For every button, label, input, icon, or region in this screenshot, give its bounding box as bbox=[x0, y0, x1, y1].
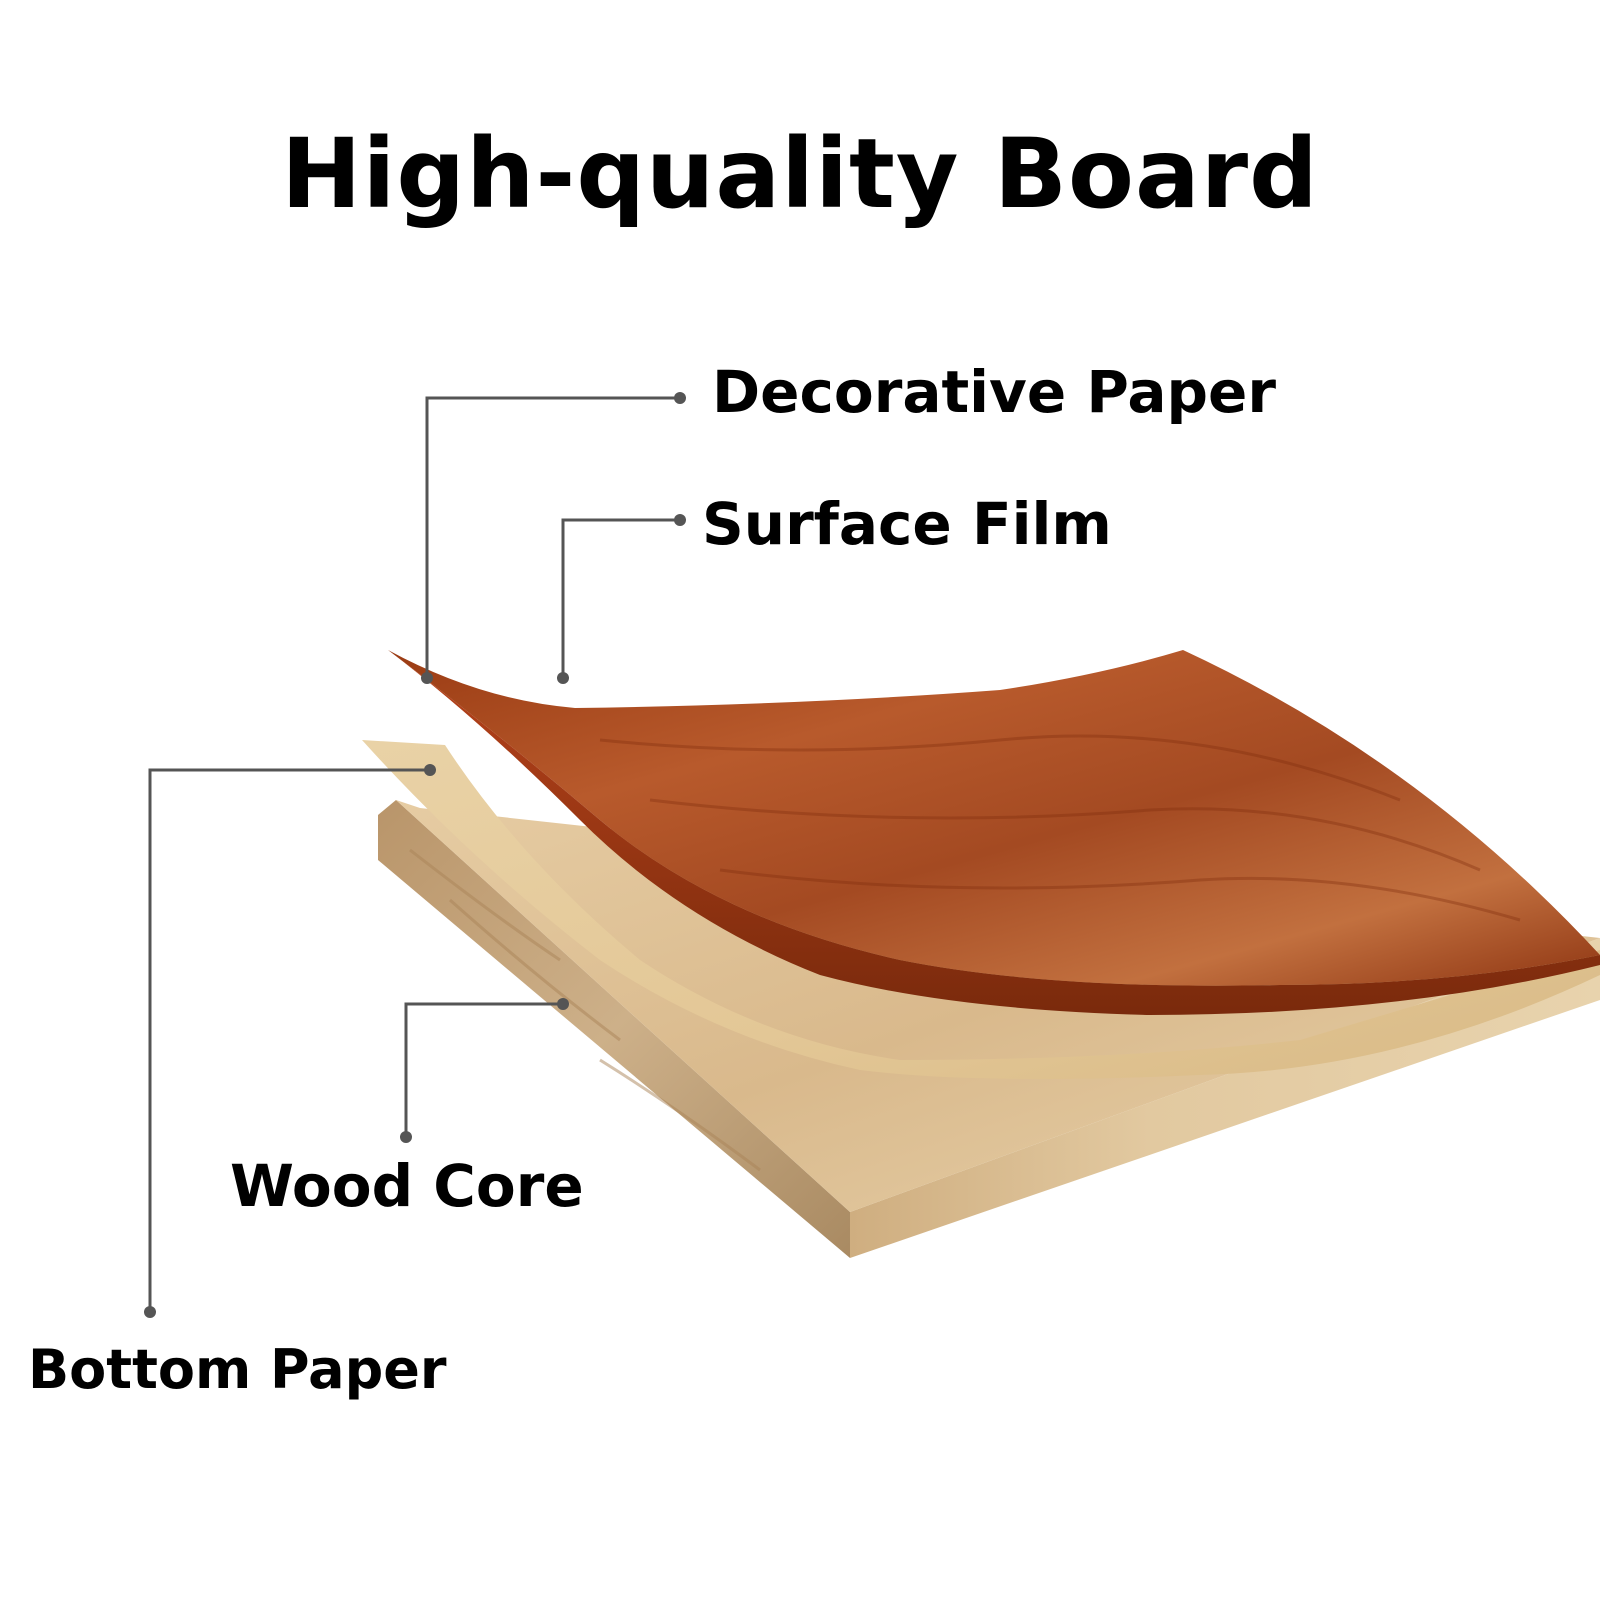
leader-dot bbox=[144, 1306, 156, 1318]
leader-line-wood-core bbox=[404, 1002, 563, 1137]
decorative-paper-top bbox=[388, 650, 1600, 986]
leader-lines bbox=[148, 396, 680, 1312]
label-surface-film: Surface Film bbox=[702, 490, 1112, 558]
leader-dot bbox=[557, 998, 569, 1010]
leader-line-bottom-paper bbox=[148, 768, 430, 1312]
leader-dot bbox=[424, 764, 436, 776]
label-decorative-paper: Decorative Paper bbox=[712, 358, 1276, 426]
diagram-title: High-quality Board bbox=[281, 118, 1319, 230]
leader-line-decorative-paper bbox=[425, 396, 680, 678]
wood-core-grain bbox=[409, 848, 761, 1172]
label-bottom-paper: Bottom Paper bbox=[28, 1338, 447, 1401]
leader-dot bbox=[400, 1131, 412, 1143]
bottom-paper-sheet bbox=[362, 740, 1600, 1079]
leader-dots bbox=[144, 392, 686, 1318]
leader-dot bbox=[557, 672, 569, 684]
leader-dot bbox=[674, 514, 686, 526]
label-wood-core: Wood Core bbox=[230, 1152, 584, 1220]
leader-line-surface-film bbox=[561, 518, 680, 678]
decorative-paper-curl-edge bbox=[388, 650, 1600, 1015]
decorative-paper-grain bbox=[599, 734, 1521, 922]
leader-dot bbox=[421, 672, 433, 684]
leader-dot bbox=[674, 392, 686, 404]
decorative-paper-sheet bbox=[388, 650, 1600, 1015]
